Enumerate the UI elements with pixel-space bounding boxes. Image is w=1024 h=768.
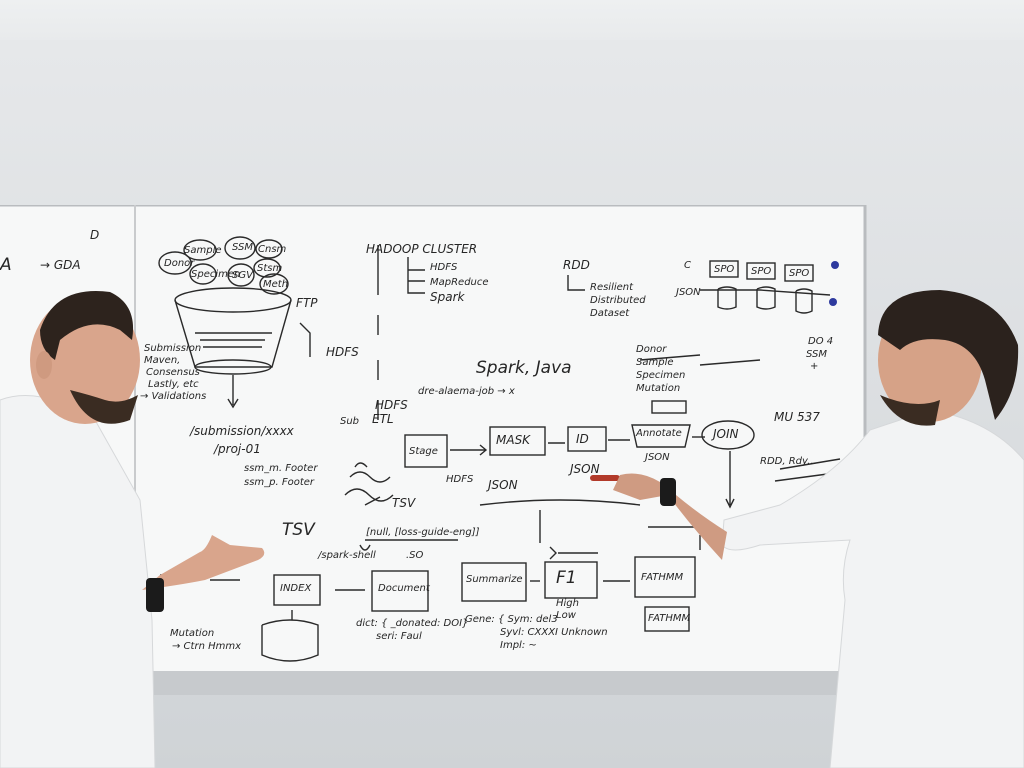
board-text: MASK (496, 433, 531, 447)
board-text: RDD (563, 258, 590, 272)
board-text: SPO (714, 264, 735, 275)
board-text: Sub (340, 416, 360, 427)
board-text: FATHMM (641, 572, 684, 583)
board-text: SGV (232, 270, 253, 281)
board-text: HDFS (326, 345, 359, 359)
board-text: ssm_p. Footer (244, 477, 315, 488)
board-text: F1 (556, 568, 577, 588)
board-text: SSM (232, 242, 253, 253)
board-text: Spark, Java (476, 358, 572, 378)
board-text: HDFS (375, 398, 408, 412)
board-text: SPO (751, 266, 772, 277)
board-text: Maven, (144, 355, 181, 366)
magnet-icon (831, 261, 839, 269)
board-text: JSON (676, 287, 701, 298)
board-text: + (810, 361, 819, 372)
board-text: /spark-shell (318, 550, 376, 561)
board-text: JSON (570, 462, 600, 476)
board-text: C (684, 260, 691, 271)
board-text: Spark (430, 290, 465, 304)
board-text: Gene: { Sym: del3 (465, 614, 558, 625)
board-text: Dataset (590, 308, 630, 319)
board-text: Syvl: CXXXI Unknown (500, 627, 608, 638)
board-text: HADOOP CLUSTER (366, 242, 478, 256)
board-text: Donor (164, 258, 195, 269)
board-text: TSV (282, 520, 315, 540)
board-text: Resilient (590, 282, 634, 293)
board-text: FATHMM (648, 613, 691, 624)
whiteboard-drawings (158, 236, 841, 662)
board-text: dre-alaema-job → x (418, 386, 515, 397)
board-text: JOIN (713, 427, 739, 441)
board-text: → Ctrn Hmmx (172, 641, 242, 652)
board-text: Mutation (636, 383, 681, 394)
board-text: Lastly, etc (148, 379, 199, 390)
watch-icon (660, 478, 676, 506)
board-text: Mutation (170, 628, 215, 639)
board-text: ETL (372, 412, 394, 426)
board-text: High (556, 598, 579, 609)
board-text: INDEX (280, 583, 312, 594)
board-text: Summarize (466, 574, 523, 585)
board-text: Consensus (146, 367, 200, 378)
board-text: MapReduce (430, 277, 489, 288)
board-text: DO 4 (808, 336, 834, 347)
board-text: Stage (409, 446, 438, 457)
board-text: SPO (789, 268, 810, 279)
board-text: JSON (645, 452, 670, 463)
board-text: → Validations (140, 391, 207, 402)
board-text: [null, [loss-guide-eng]] (366, 527, 480, 538)
board-text: ID (576, 432, 589, 446)
marker-icon (590, 475, 620, 481)
board-text: Impl: ~ (500, 640, 537, 651)
board-text: Annotate (636, 428, 682, 439)
board-text: Stsm (257, 263, 283, 274)
board-text: A (0, 255, 12, 275)
board-text: Low (556, 610, 576, 621)
board-text: SSM (806, 349, 827, 360)
board-text: /proj-01 (214, 442, 261, 456)
board-text: .SO (406, 550, 424, 561)
board-text: seri: Faul (376, 631, 422, 642)
board-text: HDFS (446, 474, 474, 485)
board-text: Cnsm (258, 244, 287, 255)
board-text: FTP (296, 296, 318, 310)
magnet-icon (829, 298, 837, 306)
left-person (0, 291, 265, 768)
board-text: → GDA (40, 258, 81, 272)
board-text: dict: { _donated: DOI} (356, 618, 469, 629)
board-text: D (90, 228, 100, 242)
board-text: Document (378, 583, 430, 594)
board-text: ssm_m. Footer (244, 463, 318, 474)
board-text: JSON (488, 478, 518, 492)
board-text: HDFS (430, 262, 458, 273)
board-text: Meth (263, 279, 289, 290)
board-text: Specimen (636, 370, 686, 381)
board-text: RDD, Rdy... (760, 456, 817, 467)
watch-icon (146, 578, 164, 612)
board-text: Specimen (191, 269, 241, 280)
board-text: Submission (144, 343, 202, 354)
board-text: Sample (636, 357, 674, 368)
board-text: /submission/xxxx (190, 424, 294, 438)
board-text: Donor (636, 344, 667, 355)
board-text: MU 537 (774, 410, 820, 424)
right-person (613, 290, 1024, 768)
board-text: Sample (184, 245, 222, 256)
board-text: TSV (392, 496, 416, 510)
board-text: Distributed (590, 295, 646, 306)
